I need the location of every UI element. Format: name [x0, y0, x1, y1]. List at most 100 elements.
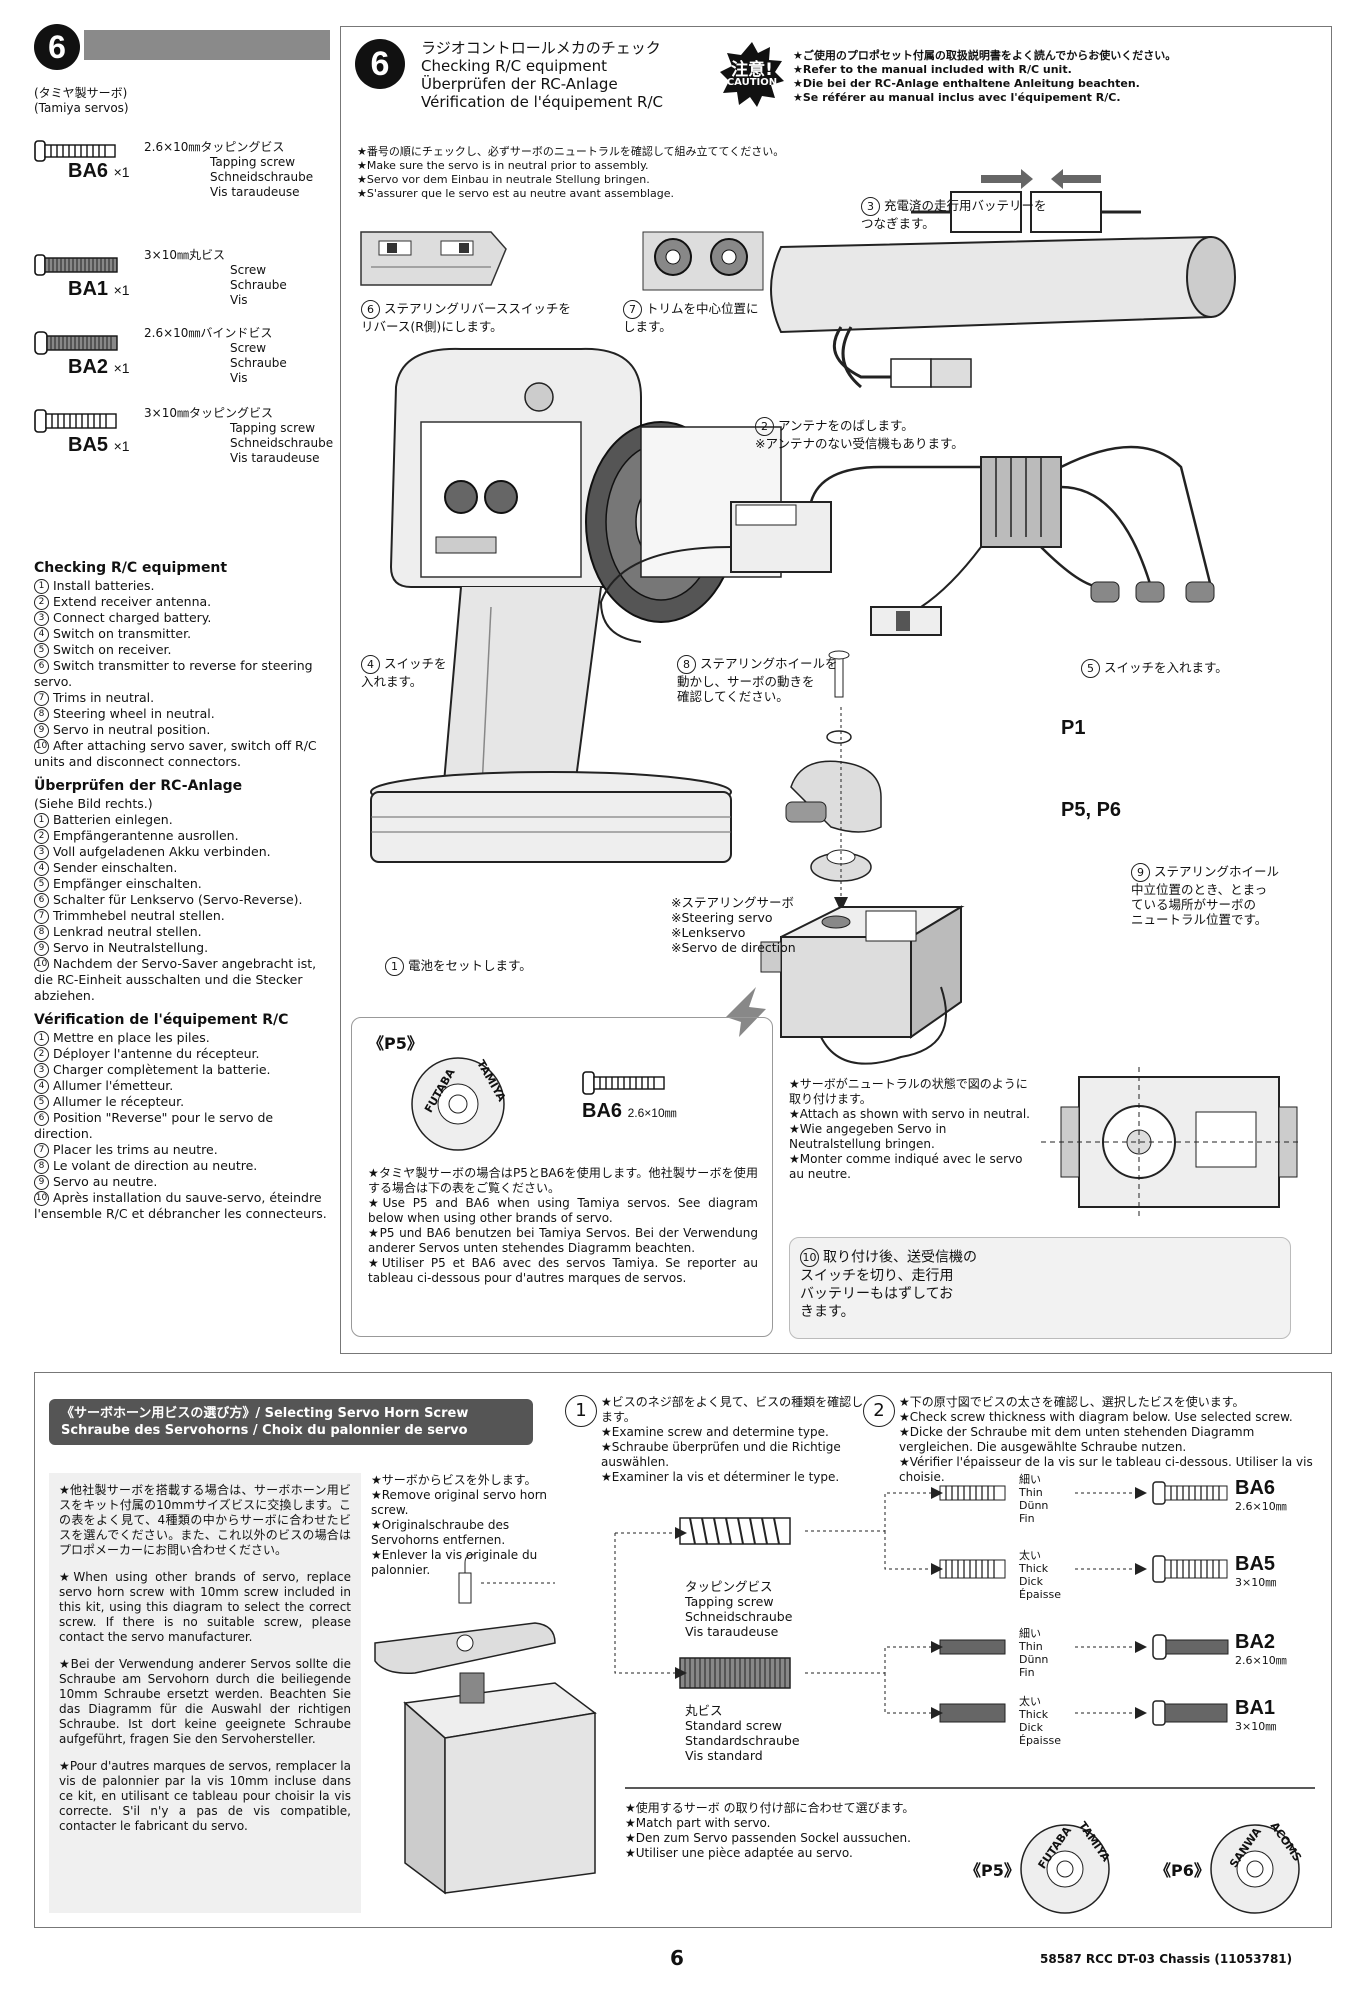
callout-number: 10 — [800, 1248, 819, 1267]
instruction-line: ★Use P5 and BA6 when using Tamiya servos… — [368, 1196, 758, 1225]
tapping-screw-icon — [679, 1517, 791, 1545]
servo-icon — [760, 905, 965, 1065]
list-number: 10 — [34, 1191, 49, 1206]
list-number: 9 — [34, 941, 49, 956]
list-number: 7 — [34, 1143, 49, 1158]
thick-label: 太い Thick Dick Épaisse — [1019, 1695, 1061, 1747]
servo-horn-stack-icon — [785, 650, 882, 919]
p5-label: 《P5》 — [368, 1034, 423, 1053]
en-title: Checking R/C equipment — [34, 560, 228, 576]
list-text: Servo in Neutralstellung. — [53, 940, 209, 955]
instruction-line: ★Attach as shown with servo in neutral. — [789, 1107, 1030, 1121]
receiver-icon — [599, 465, 981, 643]
list-text: Déployer l'antenne du récepteur. — [53, 1046, 260, 1061]
screw-row-ba5: BA5 ×1 3×10㎜タッピングビス Tapping screw Schnei… — [34, 404, 334, 474]
title-de: Überprüfen der RC-Anlage — [421, 75, 618, 93]
p5-label: 《P5》 — [965, 1861, 1020, 1880]
connector-icon — [911, 169, 1141, 233]
list-text: Nachdem der Servo-Saver angebracht ist, … — [34, 956, 317, 1003]
notes-text: ★他社製サーボを搭載する場合は、サーボホーン用ビスをキット付属の10mmサイズビ… — [59, 1483, 351, 1834]
result-screw-ba2-icon — [1152, 1634, 1229, 1660]
list-text: Le volant de direction au neutre. — [53, 1158, 258, 1173]
page-number: 6 — [670, 1946, 684, 1970]
instruction-line: ★使用するサーボ の取り付け部に合わせて選びます。 — [625, 1801, 915, 1815]
list-number: 2 — [34, 595, 49, 610]
bottom-panel: 《サーボホーン用ビスの選び方》/ Selecting Servo Horn Sc… — [34, 1372, 1332, 1928]
list-number: 2 — [34, 829, 49, 844]
screw-spec: 3×10㎜丸ビス — [144, 248, 225, 262]
list-number: 3 — [34, 611, 49, 626]
instruction-line: ★Match part with servo. — [625, 1816, 771, 1830]
p6-part-icon — [1210, 1824, 1300, 1914]
list-number: 2 — [34, 1047, 49, 1062]
instruction-line: ★Originalschraube des Servohorns entfern… — [371, 1518, 510, 1547]
list-item: 2 Déployer l'antenne du récepteur. — [34, 1046, 330, 1062]
list-text: Switch on transmitter. — [53, 626, 192, 641]
battery-pack-icon — [770, 235, 1236, 389]
header-line: Schraube des Servohorns / Choix du palon… — [61, 1423, 468, 1438]
servo-with-horn-icon — [374, 1554, 597, 1895]
list-number: 5 — [34, 1095, 49, 1110]
p5-screw-code: BA6 2.6×10㎜ — [582, 1100, 677, 1122]
speed-controller-icon — [980, 445, 1215, 603]
instruction-line: ★Utiliser P5 et BA6 avec des servos Tami… — [368, 1256, 758, 1285]
list-text: Empfängerantenne ausrollen. — [53, 828, 239, 843]
list-number: 4 — [34, 861, 49, 876]
instruction-line: ★Make sure the servo is in neutral prior… — [357, 159, 649, 172]
screw-code: BA2 ×1 — [68, 356, 130, 378]
thick-tapping-thread-icon — [939, 1559, 1006, 1579]
list-text: Install batteries. — [53, 578, 155, 593]
screw-row-ba1: BA1 ×1 3×10㎜丸ビス Screw Schraube Vis — [34, 246, 334, 310]
instruction-line: ★番号の順にチェックし、必ずサーボのニュートラルを確認して組み立ててください。 — [357, 145, 785, 158]
screw-name-fr: Vis taraudeuse — [210, 185, 300, 199]
caution-badge: 注意! CAUTION — [719, 41, 785, 107]
list-text: Servo au neutre. — [53, 1174, 158, 1189]
callout-number: 5 — [1081, 659, 1100, 678]
screw-code: BA6 ×1 — [68, 160, 130, 182]
instruction-line: ★ビスのネジ部をよく見て、ビスの種類を確認します。 — [601, 1395, 864, 1424]
list-number: 9 — [34, 723, 49, 738]
standard-screw-icon — [679, 1657, 791, 1689]
instruction-line: ★Dicke der Schraube mit dem unten stehen… — [899, 1425, 1255, 1454]
screw-spec: 2.6×10㎜バインドビス — [144, 326, 273, 340]
list-number: 5 — [34, 877, 49, 892]
screw-name-en: Screw — [230, 341, 267, 355]
caution-line: ★Refer to the manual included with R/C u… — [793, 63, 1072, 76]
step-2-text: ★下の原寸図でビスの太さを確認し、選択したビスを使います。 ★Check scr… — [899, 1395, 1319, 1485]
direction-arrow-icon — [726, 987, 766, 1037]
list-text: Lenkrad neutral stellen. — [53, 924, 202, 939]
screw-name-fr: Vis taraudeuse — [230, 451, 320, 465]
instruction-line: ★下の原寸図でビスの太さを確認し、選択したビスを使います。 — [899, 1395, 1245, 1409]
screw-selection-header: 《サーボホーン用ビスの選び方》/ Selecting Servo Horn Sc… — [49, 1399, 533, 1445]
servo-heading: (タミヤ製サーボ) (Tamiya servos) — [34, 86, 129, 115]
standard-screw-label: 丸ビス Standard screw Standardschraube Vis … — [685, 1703, 800, 1763]
screw-row-ba2: BA2 ×1 2.6×10㎜バインドビス Screw Schraube Vis — [34, 324, 334, 388]
caution-starburst-icon — [720, 42, 784, 107]
list-text: Trims in neutral. — [53, 690, 155, 705]
list-number: 4 — [34, 1079, 49, 1094]
screw-name-de: Schneidschraube — [210, 170, 314, 184]
p5-part-icon — [1020, 1824, 1110, 1914]
